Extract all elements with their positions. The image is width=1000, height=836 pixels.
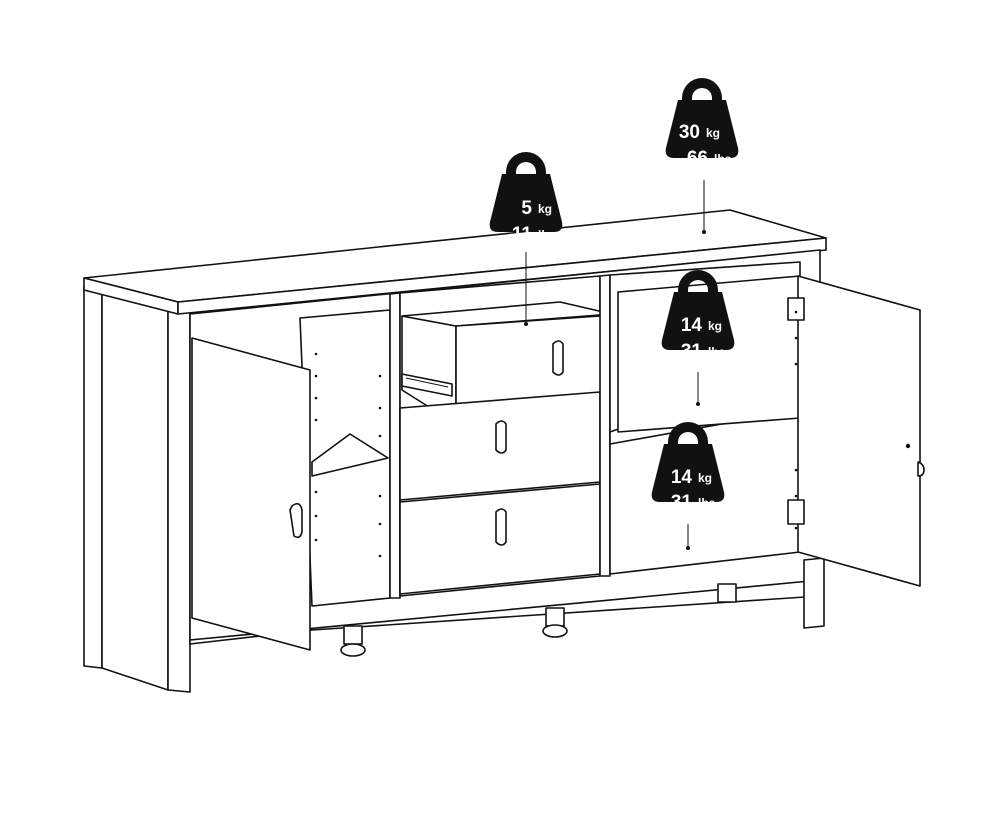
weight-shackle [678,270,718,294]
right-door [797,275,921,587]
weight-kg-value: 14 [671,467,693,488]
weight-lbs-unit: lbs [538,228,556,242]
weight-shackle [506,152,546,176]
foot-center [545,607,565,627]
load-leader-lines [525,180,705,548]
drawer-handle-top [552,340,564,376]
load-points [524,230,706,550]
top-side-edge [177,237,827,315]
drawer-handle-middle [495,420,507,454]
sideboard [83,209,925,693]
hinge-bottom [787,499,805,525]
weight-kg-unit: kg [538,202,552,216]
right-divider [599,274,611,577]
foot-right [717,583,737,603]
weight-lbs-unit: lbs [714,152,732,166]
front-left-post [167,303,191,693]
weight-lbs-value: 31 [681,341,703,362]
weight-kg-unit: kg [698,471,712,485]
foot-left-pad [340,643,366,657]
weight-lbs-value: 11 [512,224,533,245]
right-door-handle [917,461,925,477]
front-right-leg [803,557,825,629]
weight-body [665,100,739,158]
weight-body [489,174,563,232]
left-divider [389,292,401,599]
foot-center-pad [542,624,568,638]
foot-left [343,625,363,645]
weight-icon-shelf: 14 kg 31 lbs [661,270,735,362]
left-door-handle [289,502,303,539]
shelf-pin-holes [314,310,911,558]
weight-body [651,444,725,502]
weight-kg-value: 5 [521,198,532,219]
left-side-face [101,287,169,691]
weight-kg-value: 14 [681,315,703,336]
weight-lbs-value: 31 [671,492,693,513]
plinth [189,579,821,645]
weight-lbs-unit: lbs [698,496,716,510]
weight-lbs-unit: lbs [708,345,726,359]
hinge-top [787,297,805,321]
weight-shackle [668,422,708,446]
weight-body [661,292,735,350]
weight-icon-top: 30 kg 66 lbs [665,78,739,169]
weight-kg-unit: kg [708,319,722,333]
weight-kg-unit: kg [706,126,720,140]
weight-icon-drawer: 5 kg 11 lbs [489,152,563,245]
drawer-handle-bottom [495,508,507,546]
weight-kg-value: 30 [679,122,700,143]
left-shelf [311,433,389,477]
weight-lbs-value: 66 [687,148,708,169]
weight-icon-bottom: 14 kg 31 lbs [651,422,725,513]
weight-shackle [682,78,722,102]
left-side-panel [83,285,103,669]
left-door [191,337,311,651]
